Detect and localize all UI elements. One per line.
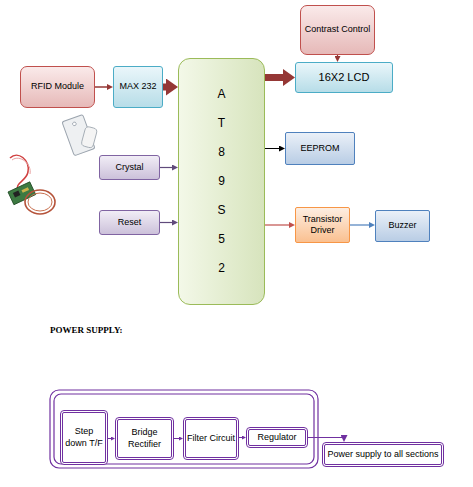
tag-body [81,126,98,148]
connector-arrow [337,55,338,58]
card-hole [72,122,77,127]
output-box: Power supply to all sections [322,442,444,467]
process-box: Bridge Rectifier [115,417,174,460]
node-text: Buzzer [388,220,416,231]
input-box: Reset [99,210,160,235]
connector-arrow [265,74,288,81]
connector-arrow [160,222,174,223]
power-supply-enclosure [50,390,318,468]
node-text: Bridge Rectifier [119,427,170,450]
section-heading: POWER SUPPLY: [50,325,123,336]
process-box: Filter Circuit [183,417,239,460]
connector-arrow [265,224,291,225]
node-text: EEPROM [300,143,339,154]
node-text: Regulator [257,432,296,443]
reader-wire [12,158,30,174]
connector-arrow [95,86,109,88]
node-text: Crystal [115,162,143,173]
node-text: Reset [118,217,142,228]
antenna-coil [28,193,52,211]
connector-arrow [265,148,281,149]
output-box: Buzzer [375,210,430,242]
connector-arrow [163,84,171,91]
process-box: Step down T/F [60,410,108,465]
module-box: RFID Module [20,66,95,108]
pcb [8,182,36,205]
node-text: Contrast Control [305,24,371,35]
header [21,187,29,193]
node-text: 16X2 LCD [319,71,370,85]
memory-box: EEPROM [285,132,355,165]
node-text: Transistor Driver [297,214,348,237]
microcontroller-box: A T 8 9 S 5 2 [178,58,265,305]
connector-arrow [350,224,371,225]
display-box: 16X2 LCD [295,62,393,93]
input-box: Crystal [99,155,160,180]
connector-arrow [160,167,174,168]
rfid-tag [81,126,98,148]
node-text: Step down T/F [64,426,104,449]
connector-arrow [108,438,113,439]
power-supply-enclosure [54,394,314,464]
connector-arrow [308,437,344,438]
node-text: MAX 232 [119,81,156,92]
node-text: A T 8 9 S 5 2 [216,80,228,283]
node-text: RFID Module [31,81,84,92]
connector-arrow [174,438,181,439]
converter-box: MAX 232 [113,66,163,108]
control-box: Contrast Control [300,5,375,55]
process-box: Regulator [246,427,308,448]
connector-arrow [239,437,244,438]
antenna-coil [25,190,55,214]
reader-board [8,182,36,205]
node-text: Power supply to all sections [327,449,438,460]
chip [13,190,21,197]
driver-box: Transistor Driver [295,207,350,243]
node-text: Filter Circuit [187,433,235,444]
